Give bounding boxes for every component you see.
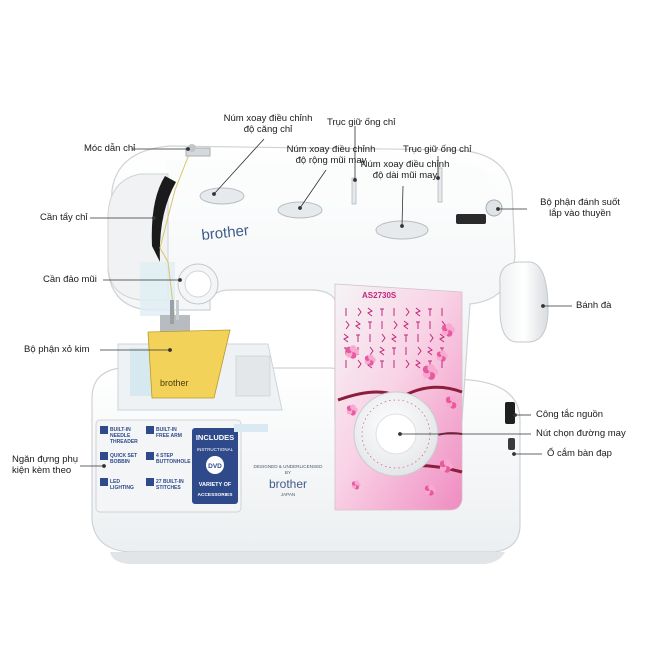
label-stitch-length-dial: Núm xoay điều chỉnh độ dài mũi may xyxy=(360,159,450,181)
feature-text: THREADER xyxy=(110,439,138,445)
label-spool-pin-right: Trục giữ ống chỉ xyxy=(403,144,472,155)
take-up-slot xyxy=(151,176,176,262)
feature-text: NEEDLE xyxy=(110,433,131,439)
svg-text:JAPAN: JAPAN xyxy=(281,492,295,497)
label-accessory-compartment: Ngăn đựng phụ kiện kèm theo xyxy=(12,454,79,476)
label-needle-threader: Bộ phận xỏ kim xyxy=(24,344,90,355)
power-switch-part xyxy=(505,402,515,424)
stitch-mark xyxy=(403,320,409,330)
label-foot-pedal-socket: Ổ cắm bàn đạp xyxy=(547,448,612,459)
model-name: AS2730S xyxy=(362,291,397,300)
label-bobbin-winder: Bộ phận đánh suốt lắp vào thuyền xyxy=(540,197,620,219)
spool-pin-left xyxy=(351,177,357,205)
svg-text:INSTRUCTIONAL: INSTRUCTIONAL xyxy=(197,447,234,452)
feature-text: LED xyxy=(110,479,120,485)
stitch-mark xyxy=(381,333,386,343)
spool-pin-right xyxy=(437,167,443,203)
stitch-mark xyxy=(380,308,384,316)
length-dial-part xyxy=(375,220,429,240)
stitch-mark xyxy=(368,321,372,329)
feature-text: QUICK SET xyxy=(110,453,137,459)
stitch-mark xyxy=(429,333,434,343)
stitch-mark xyxy=(393,320,398,330)
feature-text: BOBBIN xyxy=(110,459,130,465)
label-take-up-lever: Cần tẩy chỉ xyxy=(40,212,88,223)
label-spool-pin-left: Trục giữ ống chỉ xyxy=(327,117,396,128)
feature-text: BUILT-IN xyxy=(156,427,177,433)
label-pattern-selector: Nút chọn đường may xyxy=(536,428,626,439)
blossom xyxy=(351,480,361,490)
handwheel-part xyxy=(499,261,549,343)
feature-text: STITCHES xyxy=(156,485,181,491)
feature-text: BUTTONHOLE xyxy=(156,459,191,465)
feature-text: LIGHTING xyxy=(110,485,134,491)
svg-text:BY: BY xyxy=(285,470,291,475)
label-stitch-width-dial: Núm xoay điều chỉnh độ rộng mũi may xyxy=(286,144,376,166)
label-tension-dial: Núm xoay điều chỉnh độ căng chỉ xyxy=(223,113,313,135)
stitch-mark xyxy=(415,307,421,317)
blossom xyxy=(436,350,448,362)
feature-text: FREE ARM xyxy=(156,433,182,439)
includes-badge: INCLUDES INSTRUCTIONAL DVD VARIETY OF AC… xyxy=(192,428,238,504)
brand-top: brother xyxy=(201,222,250,244)
stitch-mark xyxy=(357,307,362,317)
feature-text: BUILT-IN xyxy=(110,427,131,433)
blossom xyxy=(439,459,453,473)
stitch-mark xyxy=(357,359,362,369)
stitch-mark xyxy=(428,308,432,316)
svg-text:INCLUDES: INCLUDES xyxy=(196,433,234,442)
bobbin-card: brother xyxy=(147,329,231,399)
stitch-mark xyxy=(367,307,373,317)
stitch-mark xyxy=(417,346,422,356)
tension-dial-part xyxy=(199,187,245,205)
svg-text:VARIETY OF: VARIETY OF xyxy=(199,482,232,488)
stitch-mark xyxy=(345,320,350,330)
stitch-mark xyxy=(355,320,361,330)
blossom xyxy=(445,395,459,409)
stitch-mark xyxy=(356,334,360,342)
stitch-mark xyxy=(427,346,433,356)
stitch-mark xyxy=(369,346,374,356)
stitch-mark xyxy=(343,333,349,343)
svg-text:ACCESSORIES: ACCESSORIES xyxy=(198,492,234,498)
feature-text: 4 STEP xyxy=(156,453,174,459)
bobbin-winder-part xyxy=(485,199,503,217)
svg-text:brother: brother xyxy=(160,378,189,388)
blossom xyxy=(422,364,439,380)
label-thread-guide: Móc dẫn chỉ xyxy=(84,143,136,154)
svg-text:DVD: DVD xyxy=(208,463,222,470)
stitch-mark xyxy=(391,333,397,343)
feature-text: 27 BUILT-IN xyxy=(156,479,184,485)
blossom xyxy=(364,354,376,366)
blossom xyxy=(424,484,436,496)
blossom xyxy=(345,345,359,359)
stitch-mark xyxy=(404,334,408,342)
stitch-mark xyxy=(439,333,445,343)
stitch-mark xyxy=(415,359,421,369)
stitch-mark xyxy=(379,346,385,356)
blossom xyxy=(346,404,358,416)
stitch-mark xyxy=(392,347,396,355)
label-reverse-lever: Cần đảo mũi xyxy=(43,274,97,285)
stitch-mark xyxy=(405,359,410,369)
blossom xyxy=(441,323,455,337)
width-dial-part xyxy=(277,201,323,219)
label-handwheel: Bánh đà xyxy=(576,300,612,311)
stitch-mark xyxy=(380,360,384,368)
stitch-mark xyxy=(405,307,410,317)
designed-by: DESIGNED & UNDERLICENSED xyxy=(254,464,324,469)
stitch-mark xyxy=(416,321,420,329)
label-power-switch: Công tắc nguồn xyxy=(536,409,604,420)
brand-bottom: brother xyxy=(269,477,307,491)
